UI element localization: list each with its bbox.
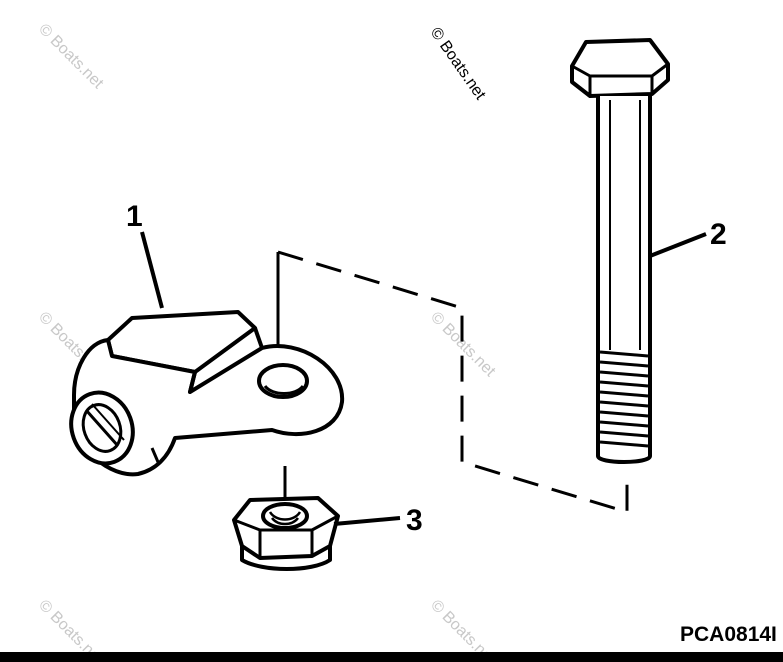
part-code-label: PCA0814I xyxy=(680,623,777,646)
watermark-faint-top-left: © Boats.net xyxy=(35,21,107,93)
locknut-part xyxy=(232,496,340,571)
callout-1: 1 xyxy=(126,200,143,233)
bracket-part xyxy=(69,310,345,477)
leader-line-2 xyxy=(649,232,707,258)
watermark-main: © Boats.net xyxy=(427,25,489,104)
bolt-part xyxy=(570,38,670,464)
assembly-dashed-line xyxy=(277,250,629,515)
callout-2: 2 xyxy=(710,218,727,251)
leader-line-1 xyxy=(140,231,164,309)
callout-3: 3 xyxy=(406,504,423,537)
bottom-border xyxy=(0,652,783,662)
leader-line-3 xyxy=(333,516,401,526)
